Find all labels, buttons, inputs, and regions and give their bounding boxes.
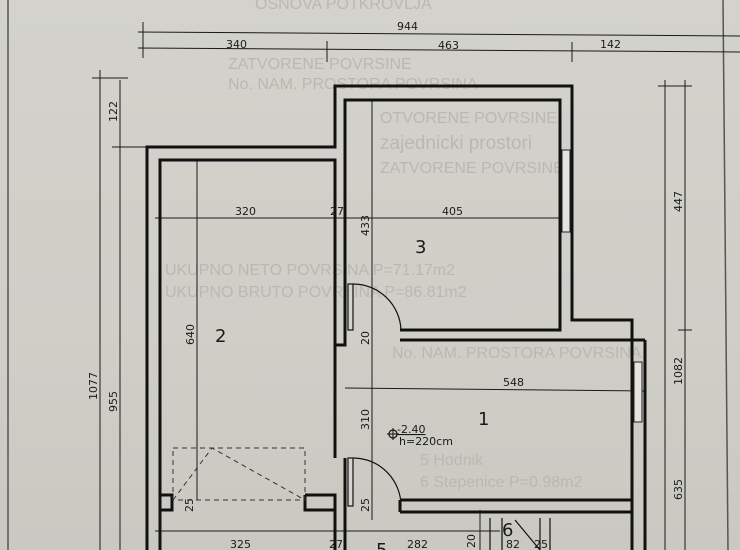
- ghost-common-label: zajednicki prostori: [380, 133, 533, 154]
- room-3-number: 3: [415, 237, 426, 258]
- dim-hall-height: 310: [359, 409, 372, 430]
- dim-hall-width-label: 548: [503, 376, 524, 389]
- stairs: [489, 518, 551, 550]
- dim-bottom-e: 82: [506, 538, 520, 550]
- dim-left-total: 1077: [87, 372, 100, 400]
- dim-room2-height: 640: [184, 324, 197, 345]
- ghost-open-label: OTVORENE POVRSINE: [380, 110, 557, 127]
- walls: [145, 84, 647, 550]
- dim-bottom-f: 25: [534, 538, 548, 550]
- ghost-closed-label-2: ZATVORENE POVRSINE: [380, 160, 564, 177]
- dim-right-a: 447: [672, 191, 685, 212]
- level-marker-icon: [387, 428, 399, 440]
- room-5-number: 5: [376, 540, 387, 550]
- dim-wall-25-a: 25: [183, 498, 196, 512]
- dim-inner-a: 320: [235, 205, 256, 218]
- dim-top-b: 463: [438, 39, 459, 52]
- dim-top-a: 340: [226, 38, 247, 51]
- dim-right-total: 1082: [672, 357, 685, 385]
- dim-bottom-d: 20: [465, 534, 478, 548]
- dim-inner-c: 405: [442, 205, 463, 218]
- frame-right: [722, 0, 729, 550]
- dim-wall-20: 20: [359, 331, 372, 345]
- dim-left-b: 955: [107, 391, 120, 412]
- level-height: h=220cm: [399, 435, 453, 448]
- dim-top-c: 142: [600, 38, 621, 51]
- ghost-row-5: 5 Hodnik: [420, 452, 484, 469]
- ghost-total-net: UKUPNO NETO POVRSINA P=71.17m2: [165, 262, 456, 279]
- dashed-opening: [172, 447, 306, 501]
- ghost-closed-label: ZATVORENE POVRSINE: [228, 56, 412, 73]
- windows: [561, 149, 643, 423]
- room-6-number: 6: [502, 520, 513, 541]
- room-2-number: 2: [215, 326, 226, 347]
- dim-right-b: 635: [672, 479, 685, 500]
- ghost-header-2: No. NAM. PROSTORA POVRSINA: [392, 345, 642, 362]
- dim-top-total: 944: [397, 20, 418, 33]
- level-elevation: -2.40: [397, 423, 425, 436]
- ghost-row-6: 6 Stepenice P=0.98m2: [420, 474, 583, 491]
- room-1-number: 1: [478, 409, 489, 430]
- dim-bottom-c: 282: [407, 538, 428, 550]
- dim-left-a: 122: [107, 101, 120, 122]
- dim-inner-b: 27: [330, 205, 344, 218]
- doors: [347, 283, 402, 507]
- dim-wall-25-b: 25: [359, 498, 372, 512]
- dim-bottom-a: 325: [230, 538, 251, 550]
- dimension-lines: [92, 22, 740, 550]
- dim-bottom-b: 27: [329, 538, 343, 550]
- dim-room3-height: 433: [359, 215, 372, 236]
- ghost-total-gross: UKUPNO BRUTO POVRSINA P=86.81m2: [165, 284, 467, 301]
- ghost-title: OSNOVA POTKROVLJA: [255, 0, 432, 13]
